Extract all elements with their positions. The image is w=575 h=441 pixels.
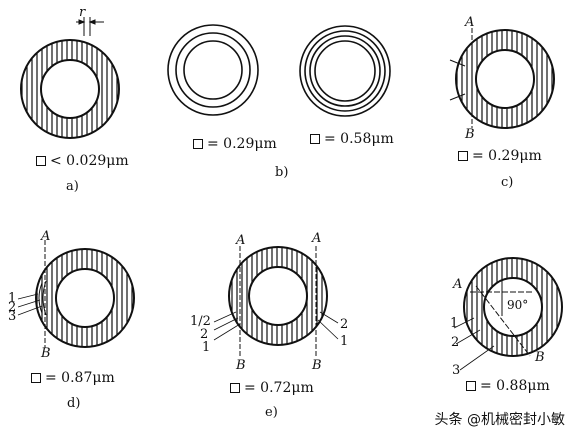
figure-d-ring [17,240,135,348]
figure-e-mark-1-left: 1 [202,340,211,355]
figure-e-point-b-right: B [312,358,322,373]
figure-e-ring [213,246,339,358]
figure-c-label: c) [501,175,514,190]
figure-a-r-label: r [79,5,86,20]
figure-e-value-text: = 0.72μm [244,380,314,396]
figure-f-point-b: B [535,350,545,365]
figure-a-value-text: < 0.029μm [50,153,129,169]
figure-d-label: d) [67,396,81,411]
figure-a-value: < 0.029μm [36,153,129,169]
figure-d-mark-3: 3 [8,309,17,324]
figure-a-label: a) [66,179,79,194]
figure-e-mark-half: 1/2 [190,314,211,329]
figure-f-value-text: = 0.88μm [480,378,550,394]
figure-a-ring [20,39,120,139]
figure-f-point-a: A [453,277,463,292]
figure-b-right-value-text: = 0.58μm [324,131,394,147]
figure-a-r-dimension [76,17,104,36]
roundness-square-symbol [310,134,320,144]
figure-f-ring [453,257,563,371]
roundness-square-symbol [36,156,46,166]
figure-c-point-a: A [465,15,475,30]
figure-b-right-rings [299,25,391,117]
figure-f-angle: 90° [507,298,529,312]
figure-b-left-value-text: = 0.29μm [207,136,277,152]
figure-c-value: = 0.29μm [458,148,542,164]
figure-b-label: b) [275,165,289,180]
figure-c-ring [449,28,555,129]
figure-b-left-rings [167,24,259,116]
figure-f-value: = 0.88μm [466,378,550,394]
figure-e-label: e) [265,405,278,420]
figure-d-mark-1: 1 [8,291,17,306]
figure-e-point-b-left: B [236,358,246,373]
figure-e-value: = 0.72μm [230,380,314,396]
figure-d-point-a: A [41,229,51,244]
figure-e-point-a-right: A [312,231,322,246]
figure-b-left-value: = 0.29μm [193,136,277,152]
figure-c-point-b: B [465,127,475,142]
roundness-square-symbol [193,139,203,149]
figure-e-mark-2-right: 2 [340,317,349,332]
watermark: 头条 @机械密封小敏 [434,412,565,428]
figure-f-mark-3: 3 [452,363,461,378]
figure-f-mark-2: 2 [451,335,460,350]
figure-d-mark-2: 2 [8,300,17,315]
figure-f-mark-1: 1 [450,316,459,331]
roundness-square-symbol [458,151,468,161]
figure-e-point-a-left: A [236,233,246,248]
roundness-square-symbol [31,373,41,383]
figure-c-value-text: = 0.29μm [472,148,542,164]
figure-e-mark-2-left: 2 [200,327,209,342]
roundness-square-symbol [230,383,240,393]
figure-d-value: = 0.87μm [31,370,115,386]
figure-b-right-value: = 0.58μm [310,131,394,147]
figure-d-value-text: = 0.87μm [45,370,115,386]
roundness-square-symbol [466,381,476,391]
figure-d-point-b: B [41,346,51,361]
figure-e-mark-1-right: 1 [340,334,349,349]
